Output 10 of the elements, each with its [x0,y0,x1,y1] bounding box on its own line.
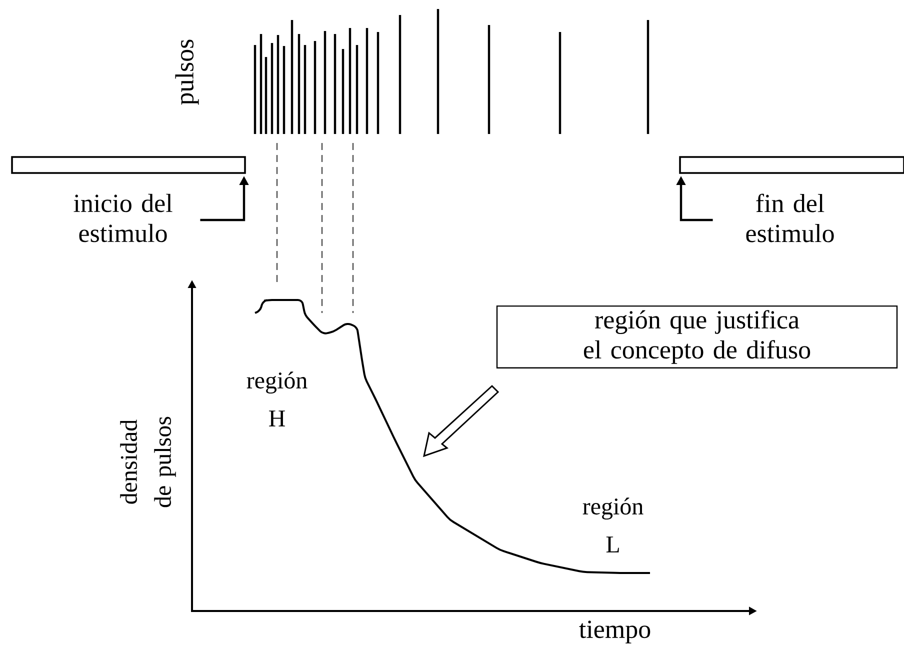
axis-label: densidad de pulsos [120,416,176,508]
stimulus-label: inicio del estimulo [74,194,172,242]
stimulus-bar [679,156,904,174]
axis-label: pulsos [175,40,199,105]
stimulus-bar [11,156,246,174]
note-box: región que justifica el concepto de difuso [496,305,898,368]
region-label: región H [246,372,308,426]
region-label: región L [582,498,644,552]
axis-label: tiempo [579,620,650,644]
stimulus-label: fin del estimulo [746,194,834,242]
